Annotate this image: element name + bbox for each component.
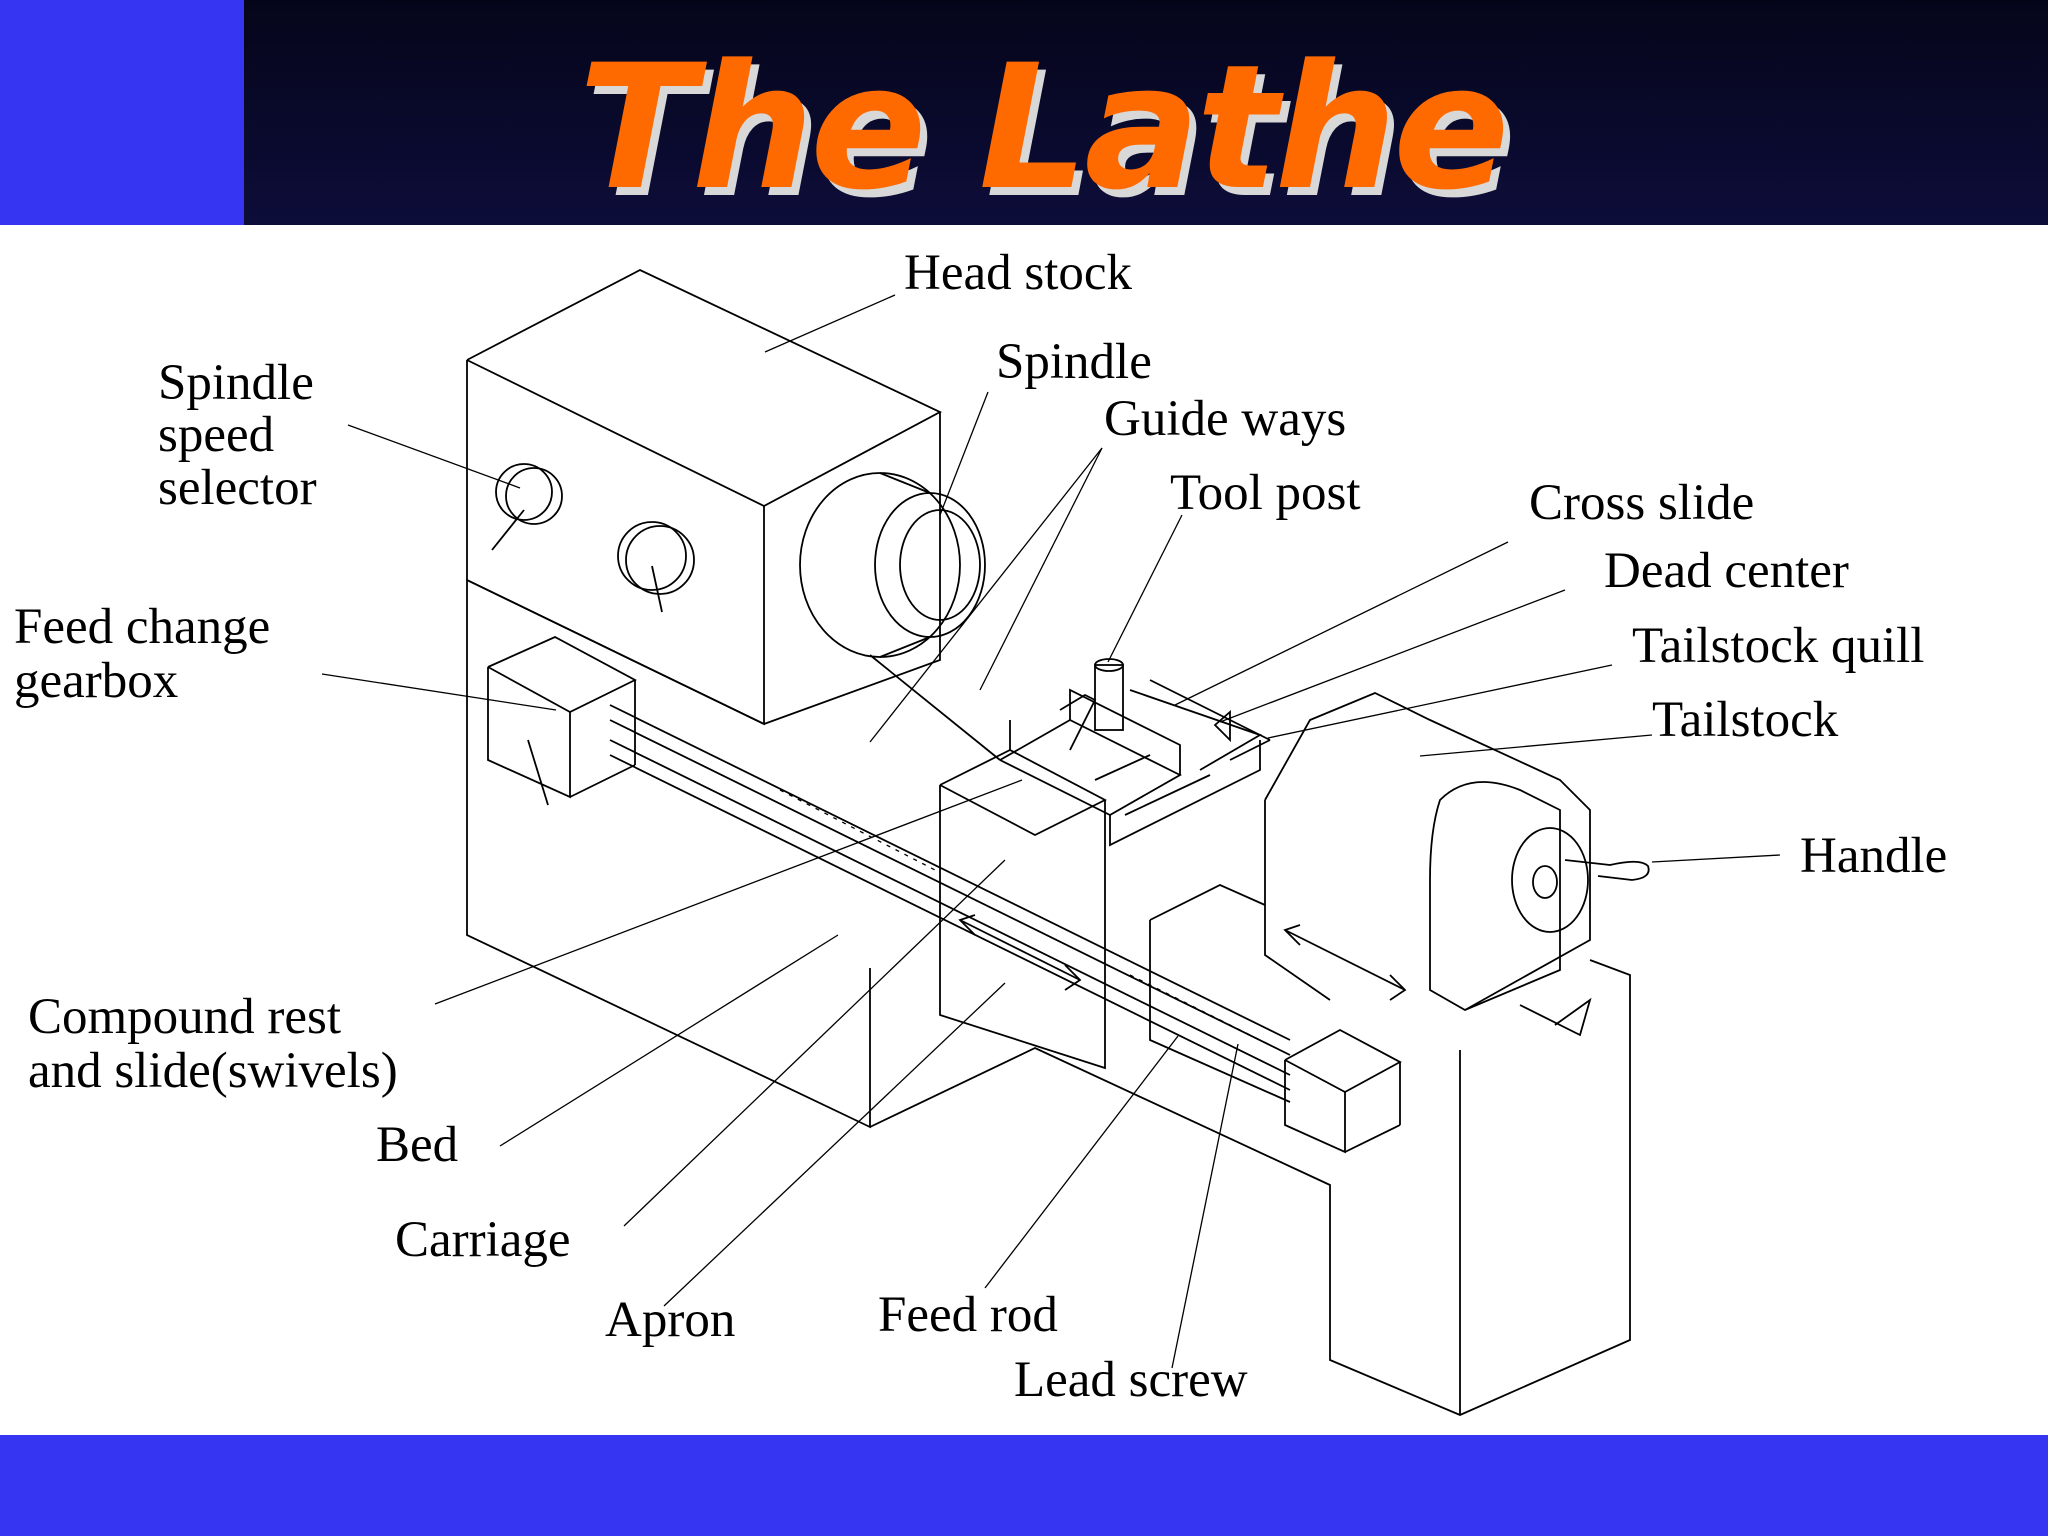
label-head-stock: Head stock — [904, 245, 1133, 301]
leader-tailstock-quill — [1267, 664, 1613, 739]
bed-drawing — [466, 580, 1631, 1416]
label-spindle-speed-selector-line2: speed — [158, 407, 274, 463]
leader-tailstock — [1419, 734, 1653, 757]
leader-carriage — [623, 859, 1006, 1227]
labels: Head stock Spindle Guide ways Tool post … — [14, 245, 1947, 1408]
label-feed-change-gearbox-line1: Feed change — [14, 599, 270, 655]
slide-title: The Lathe — [578, 27, 1509, 228]
leader-bed — [499, 934, 839, 1147]
head-stock-body — [466, 268, 943, 726]
carriage-drawing — [939, 688, 1261, 1070]
tail-box-drawing — [1149, 884, 1402, 1154]
leader-handle — [1651, 854, 1781, 863]
leader-dead-center — [1219, 589, 1566, 723]
label-dead-center: Dead center — [1604, 543, 1849, 599]
label-tailstock-quill: Tailstock quill — [1632, 618, 1924, 674]
speed-selector-drawing — [491, 463, 695, 613]
label-feed-change-gearbox-line2: gearbox — [14, 653, 178, 709]
label-tool-post: Tool post — [1170, 465, 1361, 521]
label-compound-rest-line2: and slide(swivels) — [28, 1043, 398, 1099]
header-accent-block — [0, 0, 244, 225]
leader-lines — [321, 294, 1781, 1369]
leader-guide-ways-2 — [869, 447, 1103, 743]
tailstock-drawing — [1213, 692, 1650, 1012]
label-cross-slide: Cross slide — [1529, 475, 1754, 531]
gearbox-drawing — [487, 635, 637, 806]
leader-feed-rod — [984, 1035, 1179, 1289]
guide-ways-drawing — [869, 654, 1271, 761]
label-tailstock: Tailstock — [1652, 692, 1839, 748]
lathe-drawing — [466, 268, 1650, 1416]
leader-compound-rest — [434, 779, 1023, 1005]
leader-spindle — [939, 391, 989, 516]
leader-guide-ways-1 — [979, 447, 1103, 691]
leader-speed-selector — [347, 424, 521, 489]
motion-arrows — [958, 754, 1407, 1001]
leader-tool-post — [1107, 514, 1183, 663]
footer-band — [0, 1435, 2048, 1536]
leader-apron — [663, 982, 1006, 1307]
rods-drawing — [609, 704, 1291, 1091]
leader-head-stock — [764, 294, 896, 353]
label-carriage: Carriage — [395, 1212, 571, 1268]
label-compound-rest-line1: Compound rest — [28, 989, 341, 1045]
label-apron: Apron — [605, 1292, 735, 1348]
label-handle: Handle — [1800, 828, 1947, 884]
spindle-drawing — [799, 472, 986, 658]
label-spindle-speed-selector-line1: Spindle — [158, 355, 314, 411]
label-lead-screw: Lead screw — [1014, 1352, 1248, 1408]
label-bed: Bed — [376, 1117, 458, 1173]
label-spindle: Spindle — [996, 334, 1152, 390]
header-band — [0, 0, 2048, 225]
leader-cross-slide — [1174, 541, 1509, 706]
label-guide-ways: Guide ways — [1104, 391, 1346, 447]
leader-lead-screw — [1171, 1043, 1239, 1369]
label-feed-rod: Feed rod — [878, 1287, 1058, 1343]
leader-gearbox — [321, 673, 557, 711]
label-spindle-speed-selector-line3: selector — [158, 460, 317, 516]
